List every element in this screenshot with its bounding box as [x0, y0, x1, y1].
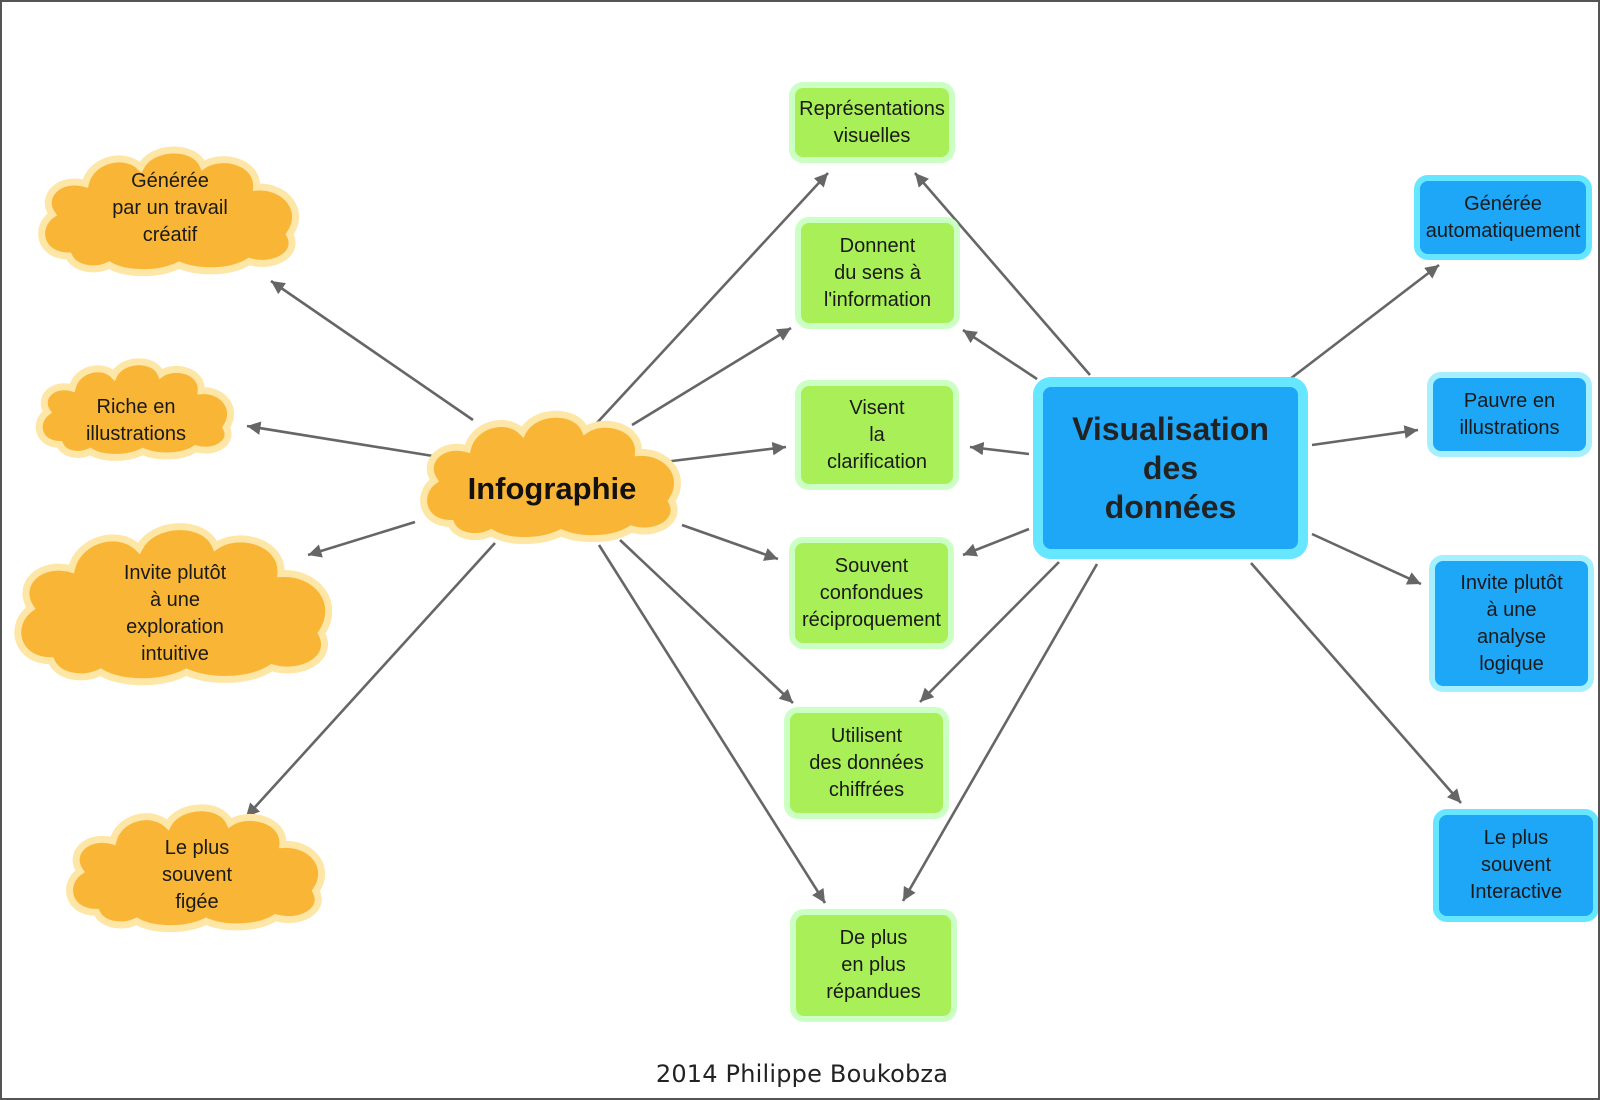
cloud-label: Invite plutôt à une exploration intuitiv… — [123, 562, 227, 665]
cloud-label: Le plus souvent figée — [161, 836, 233, 913]
node-interactive: Le plus souvent Interactive — [1433, 809, 1598, 922]
cloud-shape — [414, 404, 690, 544]
node-confondues: Souvent confondues réciproquement — [789, 537, 954, 649]
cloud-label: Riche en illustrations — [85, 396, 187, 445]
hub-visualisation: Visualisation des données — [1033, 377, 1308, 559]
edge-infographie-to-clarification — [663, 441, 787, 464]
edge-visualisation-to-interactive — [1250, 562, 1462, 804]
edge-visualisation-to-donnent-sens — [962, 328, 1038, 381]
edge-visualisation-to-analyse-logique — [1311, 532, 1422, 586]
cloud-shape — [32, 140, 308, 276]
node-repandues: De plus en plus répandues — [790, 909, 957, 1022]
edge-infographie-to-generee-creatif — [270, 279, 474, 422]
cloud-generee-creatif: Générée par un travail créatif — [32, 140, 308, 276]
hub-infographie: Infographie — [414, 404, 690, 544]
edge-visualisation-to-clarification — [969, 441, 1030, 456]
edge-visualisation-to-donnees-chiffrees — [919, 561, 1060, 703]
edge-visualisation-to-pauvre-illustrations — [1311, 425, 1419, 447]
node-donnent-sens: Donnent du sens à l'information — [795, 217, 960, 329]
node-donnees-chiffrees: Utilisent des données chiffrées — [784, 707, 949, 819]
edge-visualisation-to-repandues — [901, 563, 1099, 902]
edge-infographie-to-exploration-intuitive — [307, 520, 416, 558]
cloud-shape — [32, 354, 240, 460]
edge-infographie-to-riche-illustrations — [246, 421, 434, 458]
node-representations-visuelles: Représentations visuelles — [789, 82, 955, 163]
edge-visualisation-to-generee-auto — [1289, 263, 1440, 381]
cloud-figee: Le plus souvent figée — [60, 798, 334, 932]
cloud-shape — [60, 798, 334, 932]
edge-infographie-to-figee — [245, 542, 496, 818]
credit-footer: 2014 Philippe Boukobza — [655, 1060, 949, 1088]
edge-infographie-to-donnees-chiffrees — [619, 539, 794, 704]
cloud-shape — [6, 514, 344, 686]
edge-infographie-to-representations — [594, 172, 829, 426]
edge-infographie-to-confondues — [681, 523, 779, 561]
edge-visualisation-to-representations — [914, 172, 1091, 376]
cloud-exploration-intuitive: Invite plutôt à une exploration intuitiv… — [6, 514, 344, 686]
node-analyse-logique: Invite plutôt à une analyse logique — [1429, 555, 1594, 692]
edge-infographie-to-donnent-sens — [631, 326, 792, 427]
cloud-label: Générée par un travail créatif — [112, 169, 228, 246]
edge-infographie-to-repandues — [597, 544, 827, 904]
hub-label: Infographie — [467, 470, 637, 506]
cloud-riche-illustrations: Riche en illustrations — [32, 354, 240, 460]
node-clarification: Visent la clarification — [795, 380, 959, 490]
node-generee-automatiquement: Générée automatiquement — [1414, 175, 1592, 260]
node-pauvre-illustrations: Pauvre en illustrations — [1427, 372, 1592, 457]
edge-visualisation-to-confondues — [962, 527, 1030, 557]
